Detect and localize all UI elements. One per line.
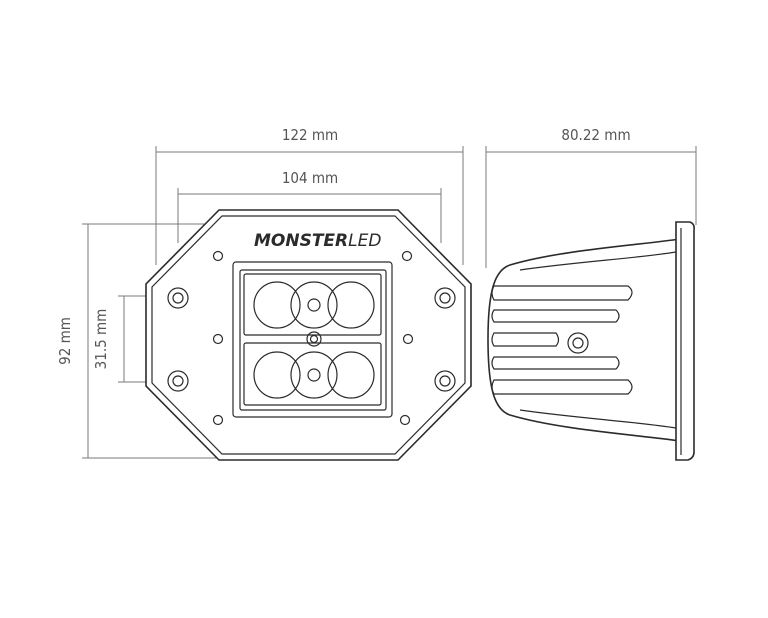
brand-logo: MONSTERLED [254,231,381,251]
led-panel-top [243,273,382,336]
lens-frame-outer [232,261,393,418]
side-flange [675,221,695,461]
side-adjust-knob [567,332,589,354]
dimension-depth-label: 80.22 mm [561,126,630,144]
mounting-holes [167,287,456,392]
dimension-width-outer: 122 mm [155,126,464,265]
dimension-width-inner-label: 104 mm [282,169,338,187]
side-housing-outline [487,238,681,442]
dimension-spacing-label: 31.5 mm [92,309,110,370]
dimension-width-inner: 104 mm [177,169,442,243]
lens-frame-inner [239,269,387,411]
reflector-row-top [253,281,375,329]
cooling-fins [491,285,633,395]
reflector-row-bottom [253,351,375,399]
dimension-depth: 80.22 mm [485,126,697,268]
dimension-height: 92 mm [56,223,220,459]
side-view [487,221,695,461]
led-panel-bottom [243,342,382,406]
dimension-width-outer-label: 122 mm [282,126,338,144]
front-housing-inner-outline [151,215,466,455]
small-screws [212,250,414,426]
front-view: MONSTERLED [145,209,472,461]
center-screw [306,331,322,347]
dimension-height-label: 92 mm [56,317,74,365]
